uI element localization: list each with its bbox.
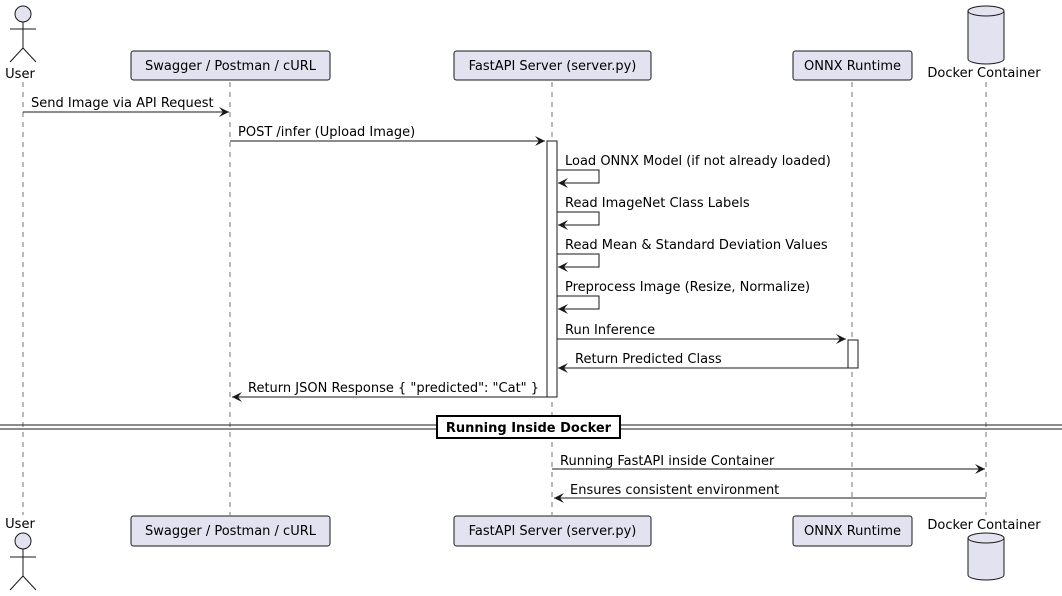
participant-label: FastAPI Server (server.py) [469,524,637,539]
self-message: Read Mean & Standard Deviation Values [557,238,828,272]
database-docker-bottom: Docker Container [927,518,1041,581]
message-label: Read ImageNet Class Labels [565,196,750,211]
message-label: Return Predicted Class [575,352,722,367]
message-label: Return JSON Response { "predicted": "Cat… [248,381,539,396]
activation-onnx [847,339,859,369]
divider-label: Running Inside Docker [446,421,612,436]
participant-label: Docker Container [927,66,1041,81]
message: Ensures consistent environment [554,483,986,503]
participants-top: User Swagger / Postman / cURL FastAPI Se… [5,5,1041,82]
actor-user-bottom: User [5,517,37,591]
message-label: Ensures consistent environment [570,483,779,498]
participant-label: Swagger / Postman / cURL [145,59,317,74]
message: Run Inference [557,323,846,344]
participant-server-bottom: FastAPI Server (server.py) [453,515,652,547]
message-label: Preprocess Image (Resize, Normalize) [565,280,810,295]
participant-label: ONNX Runtime [804,524,901,539]
message: Running FastAPI inside Container [552,454,985,474]
messages: Send Image via API Request POST /infer (… [23,96,848,402]
message: Return Predicted Class [558,352,848,373]
lifelines [22,82,987,515]
participant-server-top: FastAPI Server (server.py) [453,50,652,81]
participant-label: User [5,67,35,82]
participant-onnx-top: ONNX Runtime [792,50,913,81]
message: Send Image via API Request [23,96,229,117]
participant-label: Swagger / Postman / cURL [145,524,317,539]
message-label: Load ONNX Model (if not already loaded) [565,154,831,169]
participant-client-top: Swagger / Postman / cURL [130,50,331,81]
message: POST /infer (Upload Image) [230,125,545,146]
participant-label: ONNX Runtime [804,59,901,74]
message-label: Send Image via API Request [31,96,214,111]
message-label: POST /infer (Upload Image) [238,125,415,140]
participant-label: FastAPI Server (server.py) [469,59,637,74]
participant-label: Docker Container [927,518,1041,533]
docker-messages: Running FastAPI inside Container Ensures… [552,454,986,503]
actor-user-top: User [5,5,37,82]
message: Return JSON Response { "predicted": "Cat… [232,381,547,402]
participant-label: User [5,517,35,532]
self-message: Load ONNX Model (if not already loaded) [557,154,831,188]
divider-box [436,415,621,439]
message-label: Running FastAPI inside Container [560,454,775,469]
participant-client-bottom: Swagger / Postman / cURL [130,515,331,547]
message-label: Run Inference [565,323,655,338]
participants-bottom: User Swagger / Postman / cURL FastAPI Se… [5,515,1041,591]
self-message: Preprocess Image (Resize, Normalize) [557,280,810,314]
message-label: Read Mean & Standard Deviation Values [565,238,828,253]
database-docker-top: Docker Container [927,5,1041,81]
section-divider: Running Inside Docker [0,415,1062,439]
participant-onnx-bottom: ONNX Runtime [792,515,913,547]
activation-server [546,140,558,398]
self-message: Read ImageNet Class Labels [557,196,750,230]
